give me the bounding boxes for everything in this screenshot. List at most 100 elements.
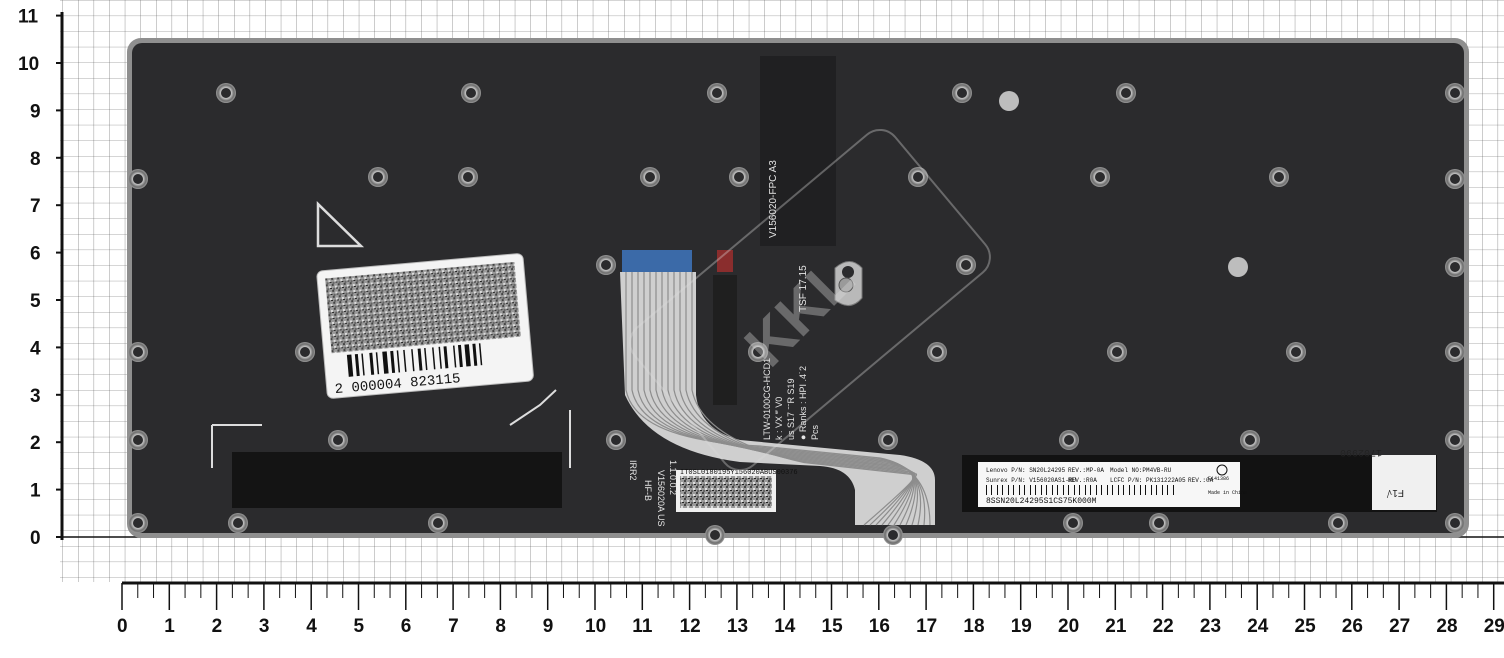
screw-hole <box>461 83 481 103</box>
datamatrix-label: IT0SL0180195Y156020ABUS00376 <box>676 469 798 512</box>
y-tick-label: 9 <box>30 101 41 122</box>
screw-hole <box>705 525 725 545</box>
flex-text-5: Pcs <box>810 424 820 440</box>
note-number: 1702990 <box>1340 446 1382 457</box>
screw-hole <box>1116 83 1136 103</box>
product-label: Lenovo P/N: SN20L24295 REV.:MP-0A Model … <box>978 462 1247 507</box>
x-tick-label: 15 <box>822 616 844 637</box>
flex-cable <box>620 250 935 526</box>
x-tick-label: 12 <box>680 616 701 637</box>
screw-hole <box>596 255 616 275</box>
screw-hole <box>1445 342 1465 362</box>
sticker-sunrex-pn: Sunrex P/N: V156020AS1-RU <box>986 477 1076 484</box>
x-tick-label: 0 <box>117 616 128 637</box>
x-tick-label: 9 <box>543 616 554 637</box>
x-tick-label: 26 <box>1342 616 1363 637</box>
side-code-2: HF-B <box>643 480 653 501</box>
screw-hole <box>228 513 248 533</box>
x-tick-label: 24 <box>1247 616 1269 637</box>
flex-text-1: LTW-0100CG-HCD1 <box>762 358 772 440</box>
x-tick-label: 2 <box>212 616 223 637</box>
x-tick-label: 14 <box>774 616 796 637</box>
side-code-3: IRR2 <box>628 460 638 481</box>
screw-hole <box>1445 257 1465 277</box>
flex-text-2: k : VX ‴ V0 <box>774 397 784 440</box>
x-tick-label: 21 <box>1105 616 1127 637</box>
flex-text-4: ● Ranks : HPI .4˙2 <box>798 366 808 440</box>
x-tick-label: 17 <box>916 616 937 637</box>
flex-text-3: us S17 ˉˉR S19 <box>786 378 796 440</box>
y-tick-label: 5 <box>30 291 41 312</box>
fpc-label: V156020-FPC A3 <box>768 160 779 238</box>
metal-bracket <box>834 261 863 306</box>
x-tick-label: 18 <box>963 616 984 637</box>
x-tick-label: 11 <box>632 616 653 637</box>
screw-hole <box>1059 430 1079 450</box>
x-tick-label: 3 <box>259 616 270 637</box>
y-tick-label: 3 <box>30 386 41 407</box>
x-tick-label: 10 <box>585 616 606 637</box>
y-tick-label: 0 <box>30 528 41 549</box>
y-tick-label: 2 <box>30 433 41 454</box>
small-note-label: 1702990 F1√ <box>1340 446 1436 510</box>
screw-hole <box>878 430 898 450</box>
y-tick-label: 8 <box>30 149 41 170</box>
screw-hole <box>216 83 236 103</box>
screw-hole <box>128 430 148 450</box>
screw-hole <box>128 342 148 362</box>
screw-hole <box>1445 430 1465 450</box>
fpc-date: TSF 17.15 <box>798 265 809 312</box>
screw-hole <box>1269 167 1289 187</box>
x-tick-label: 27 <box>1389 616 1410 637</box>
x-tick-label: 1 <box>164 616 175 637</box>
x-tick-label: 6 <box>401 616 412 637</box>
screw-hole <box>295 342 315 362</box>
side-code-1: V156020A US <box>656 470 666 527</box>
x-tick-label: 7 <box>448 616 459 637</box>
sticker-barcode-text: 8SSN20L24295S1CS75K000M <box>986 497 1097 506</box>
rubber-bump <box>999 91 1019 111</box>
screw-hole <box>707 83 727 103</box>
y-tick-label: 7 <box>30 196 41 217</box>
screw-hole <box>748 342 768 362</box>
screw-hole <box>368 167 388 187</box>
screw-hole <box>729 167 749 187</box>
screw-hole <box>458 167 478 187</box>
y-tick-label: 10 <box>18 54 39 75</box>
screw-hole <box>1445 169 1465 189</box>
x-tick-label: 25 <box>1295 616 1317 637</box>
printed-markings: V156020-FPC A3 TSF 17.15 LTW-0100CG-HCD1… <box>628 160 820 527</box>
keyboard-backplate <box>127 38 1469 538</box>
screw-hole <box>128 513 148 533</box>
screw-hole <box>883 525 903 545</box>
sticker-rev: REV.:MP-0A <box>1068 467 1104 474</box>
y-tick-label: 1 <box>30 481 41 502</box>
screw-hole <box>606 430 626 450</box>
sticker-rev2: REV.:R0A <box>1068 477 1097 484</box>
x-tick-label: 13 <box>727 616 748 637</box>
note-mark: F1√ <box>1386 487 1404 499</box>
side-code-4: 1.1.0.0.2 <box>668 460 678 495</box>
screw-holes <box>128 83 1465 545</box>
screw-hole <box>1149 513 1169 533</box>
x-tick-label: 22 <box>1153 616 1174 637</box>
screw-hole <box>328 430 348 450</box>
rubber-bump <box>1228 257 1248 277</box>
x-tick-label: 16 <box>869 616 890 637</box>
screw-hole <box>1445 513 1465 533</box>
sticker-rev3: REV.:0A <box>1188 477 1214 484</box>
x-tick-label: 29 <box>1484 616 1504 637</box>
sticker-lenovo-pn: Lenovo P/N: SN20L24295 <box>986 467 1066 474</box>
screw-hole <box>1445 83 1465 103</box>
x-tick-label: 20 <box>1058 616 1079 637</box>
screw-hole <box>640 167 660 187</box>
screw-hole <box>956 255 976 275</box>
x-tick-label: 5 <box>354 616 365 637</box>
x-tick-label: 23 <box>1200 616 1221 637</box>
datamatrix-code: IT0SL0180195Y156020ABUS00376 <box>680 469 798 477</box>
sticker-model: Model NO:PM4VB-RU <box>1110 467 1172 474</box>
x-tick-label: 4 <box>306 616 317 637</box>
sticker-lcfc-pn: LCFC P/N: PK131222A05 <box>1110 477 1186 484</box>
